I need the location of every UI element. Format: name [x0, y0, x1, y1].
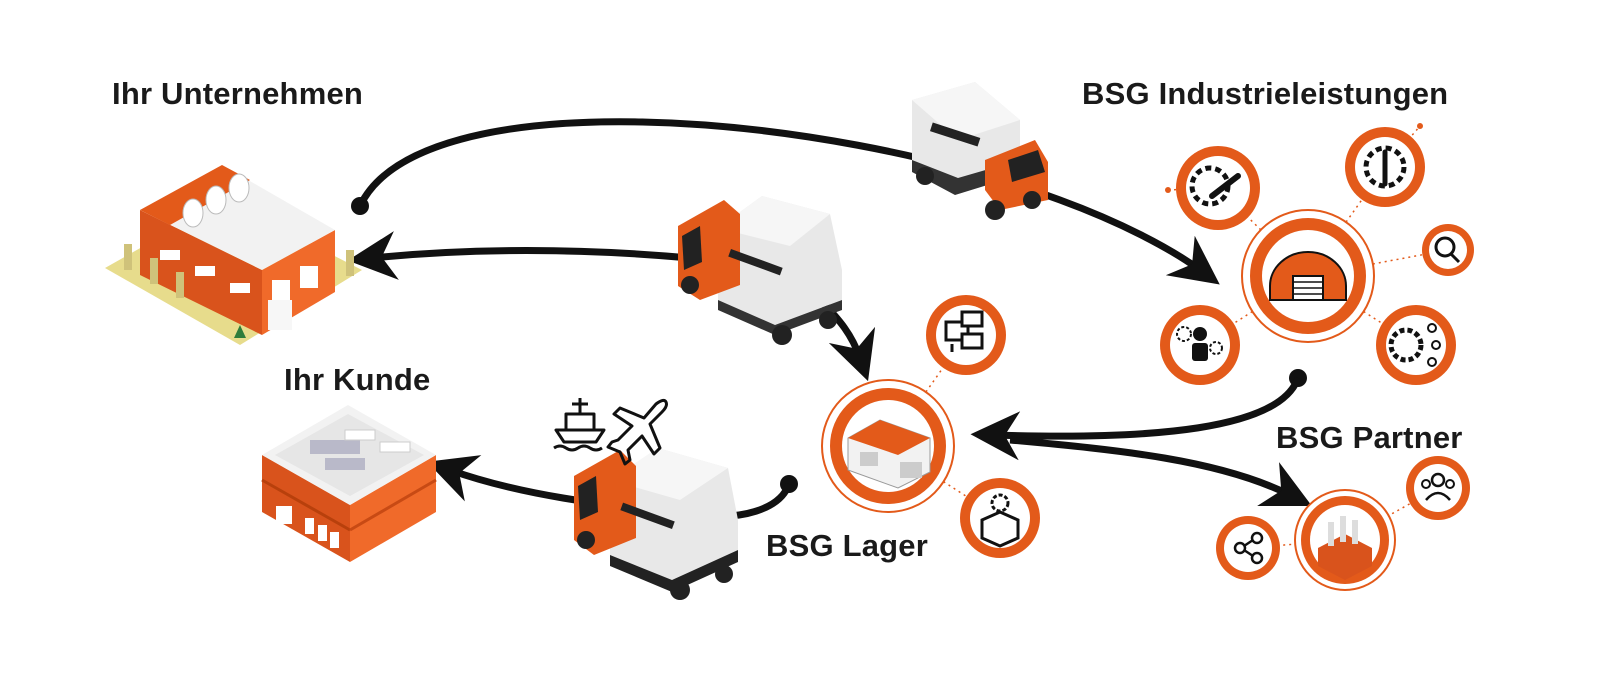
label-ihr-kunde: Ihr Kunde: [284, 362, 431, 397]
lager-hub: [821, 295, 1040, 558]
box-gear-icon: [960, 478, 1040, 558]
hangar-icon: [1269, 251, 1347, 301]
label-bsg-partner: BSG Partner: [1276, 420, 1463, 455]
arrow-industrie-to-lager: [970, 376, 1302, 461]
magnifier-icon: [1422, 224, 1474, 276]
share-icon: [1216, 516, 1280, 580]
team-icon: [1406, 456, 1470, 520]
delivery-truck-top: [912, 82, 1048, 220]
label-ihr-unternehmen: Ihr Unternehmen: [112, 76, 364, 111]
arrow-lager-to-partner: [1009, 436, 1312, 506]
label-bsg-industrieleistungen: BSG Industrieleistungen: [1082, 76, 1449, 111]
gear-screwdriver-icon: [1345, 127, 1425, 207]
industrie-hub: [1160, 123, 1474, 385]
arrow-unternehmen-to-industrie: [356, 118, 1220, 285]
customer-building-illustration: [261, 405, 437, 562]
label-bsg-lager: BSG Lager: [766, 528, 929, 563]
company-factory-illustration: [105, 165, 362, 345]
flow-arrows: [347, 118, 1312, 520]
arrow-to-unternehmen: [347, 231, 691, 280]
gear-wrench-icon: [1176, 146, 1260, 230]
warehouse-icon: [847, 419, 931, 489]
delivery-truck-bottom: [574, 448, 738, 600]
monitor-chat-icon: [926, 295, 1006, 375]
delivery-truck-middle: [678, 196, 842, 345]
ship-icon: [553, 398, 606, 452]
gear-network-icon: [1376, 305, 1456, 385]
plane-icon: [606, 398, 668, 466]
partner-hub: [1216, 456, 1470, 591]
person-gear-icon: [1160, 305, 1240, 385]
factory-icon: [1318, 516, 1372, 580]
